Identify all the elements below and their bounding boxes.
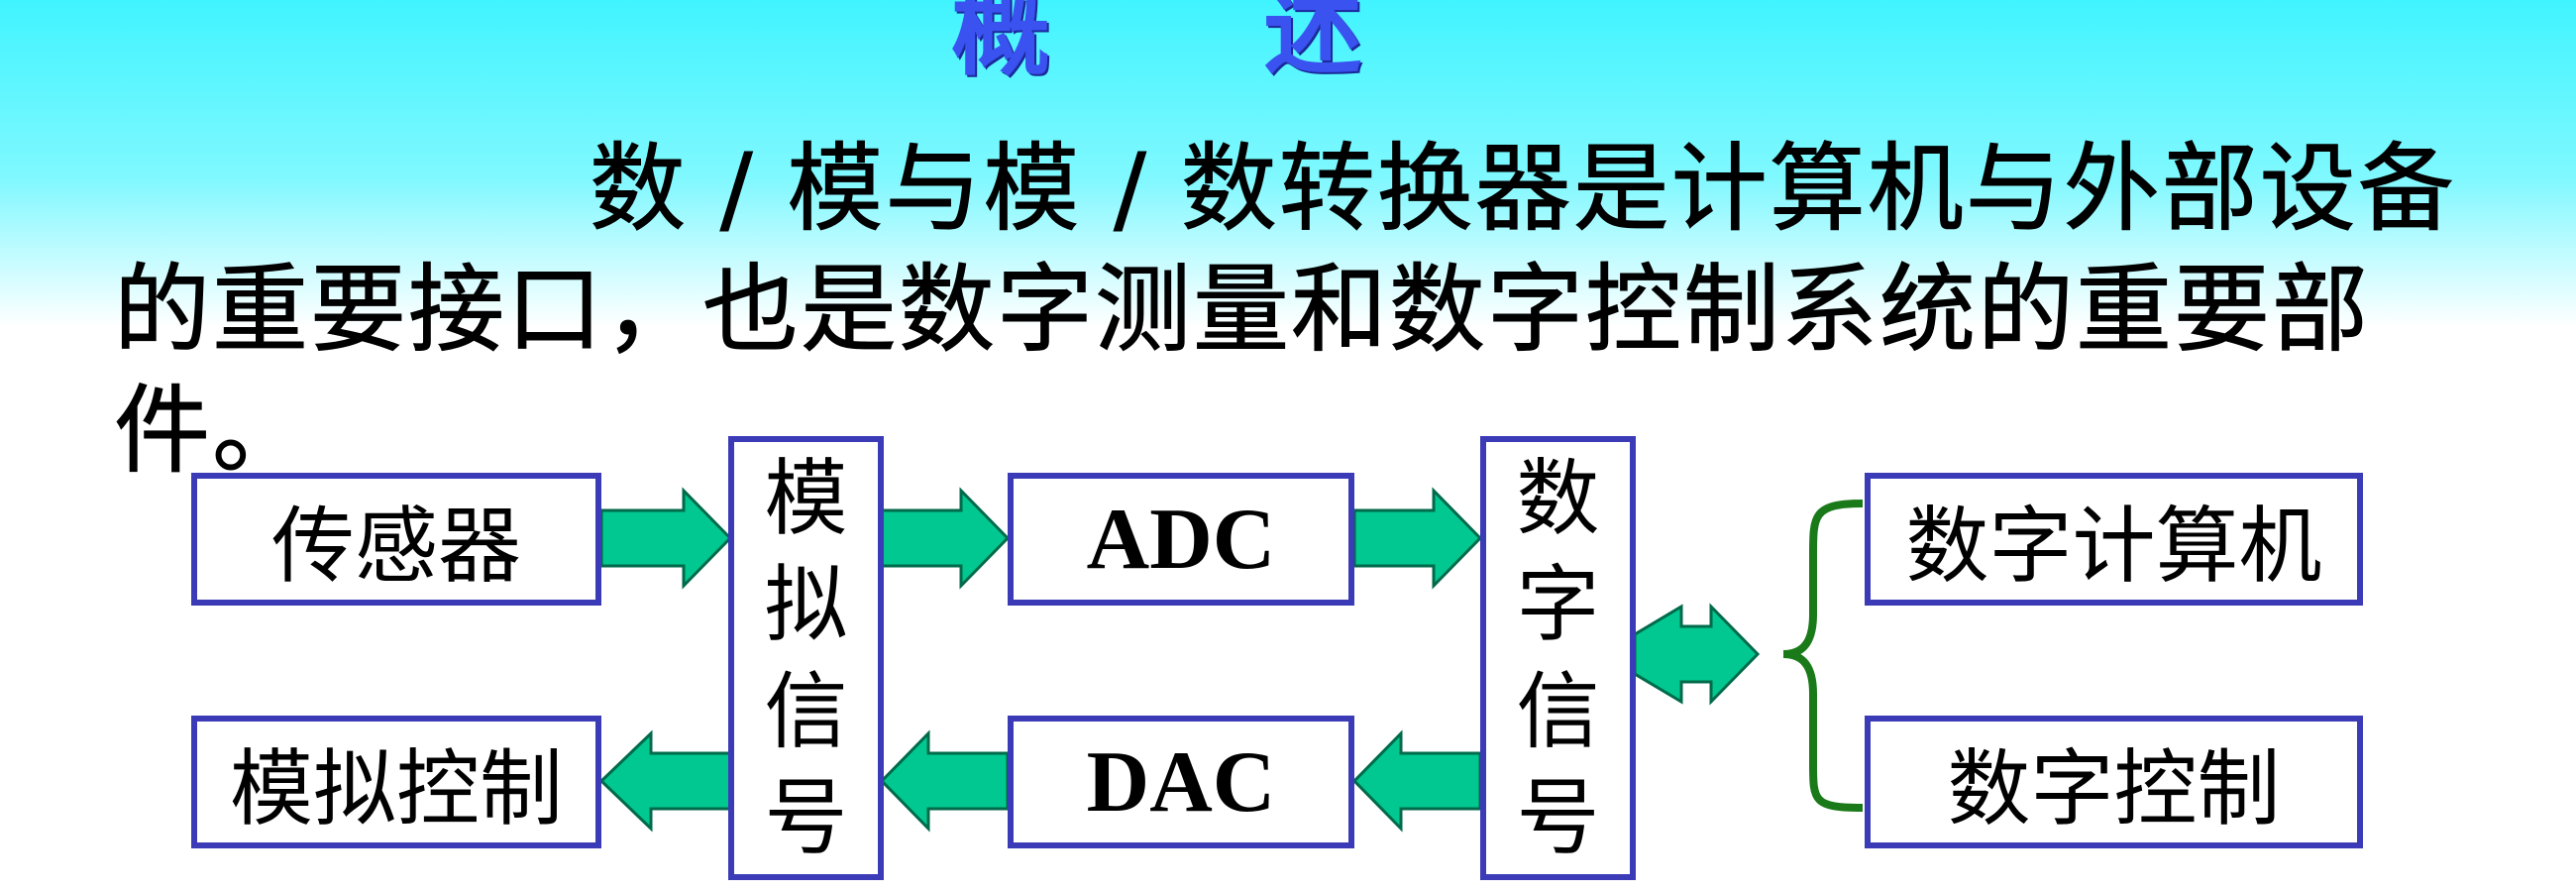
digital-signal-box: 数 字 信 号	[1480, 436, 1636, 880]
analog-signal-char: 号	[764, 768, 848, 866]
curly-brace	[1782, 500, 1864, 812]
analog-signal-char: 信	[764, 662, 848, 760]
digital-signal-char: 字	[1516, 556, 1600, 654]
digital-control-box: 数字控制	[1865, 716, 2363, 848]
analog-signal-char: 模	[764, 450, 848, 548]
arrow-sensor-to-analog	[599, 487, 733, 590]
arrow-digital-to-dac	[1351, 729, 1482, 833]
arrow-analog-to-adc	[880, 487, 1011, 590]
arrow-digital-bidirectional	[1633, 603, 1761, 706]
arrow-adc-to-digital	[1352, 487, 1483, 590]
arrow-dac-to-analog	[879, 729, 1010, 833]
page-title: 概 述	[951, 0, 1451, 89]
arrow-analog-to-control	[598, 729, 732, 833]
analog-control-box: 模拟控制	[191, 716, 601, 848]
analog-signal-box: 模 拟 信 号	[728, 436, 884, 880]
digital-signal-char: 信	[1516, 662, 1600, 760]
analog-signal-char: 拟	[764, 556, 848, 654]
adc-box: ADC	[1008, 473, 1354, 606]
sensor-box: 传感器	[191, 473, 601, 606]
digital-computer-box: 数字计算机	[1865, 473, 2363, 606]
dac-box: DAC	[1008, 716, 1354, 848]
intro-paragraph: 数 / 模与模 / 数转换器是计算机与外部设备的重要接口，也是数字测量和数字控制…	[114, 133, 2456, 488]
digital-signal-char: 号	[1516, 768, 1600, 866]
digital-signal-char: 数	[1516, 450, 1600, 548]
